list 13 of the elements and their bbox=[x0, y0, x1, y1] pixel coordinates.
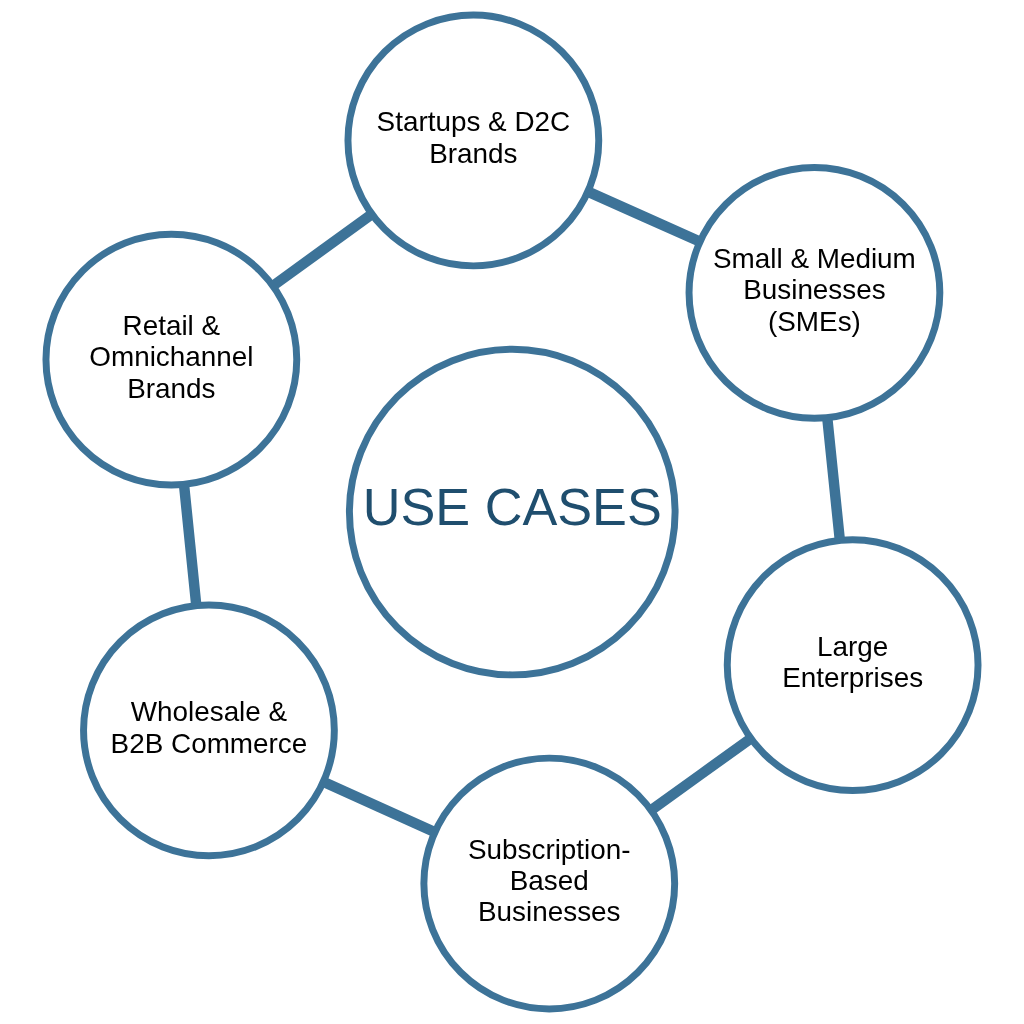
node-circle: Wholesale & B2B Commerce bbox=[80, 601, 338, 860]
connector bbox=[321, 777, 437, 837]
connector bbox=[585, 186, 702, 247]
node-circle: Subscription-Based Businesses bbox=[420, 754, 679, 1013]
node-circle: Small & Medium Businesses (SMEs) bbox=[685, 163, 944, 422]
node-circle: Retail & Omnichannel Brands bbox=[42, 230, 301, 489]
node-circle: USE CASES bbox=[345, 345, 679, 679]
connector bbox=[178, 484, 202, 606]
node-circle: Large Enterprises bbox=[723, 536, 982, 794]
node-circle: Startups & D2C Brands bbox=[344, 11, 603, 270]
connector bbox=[648, 734, 754, 815]
connector bbox=[822, 417, 845, 541]
connector bbox=[270, 209, 375, 290]
